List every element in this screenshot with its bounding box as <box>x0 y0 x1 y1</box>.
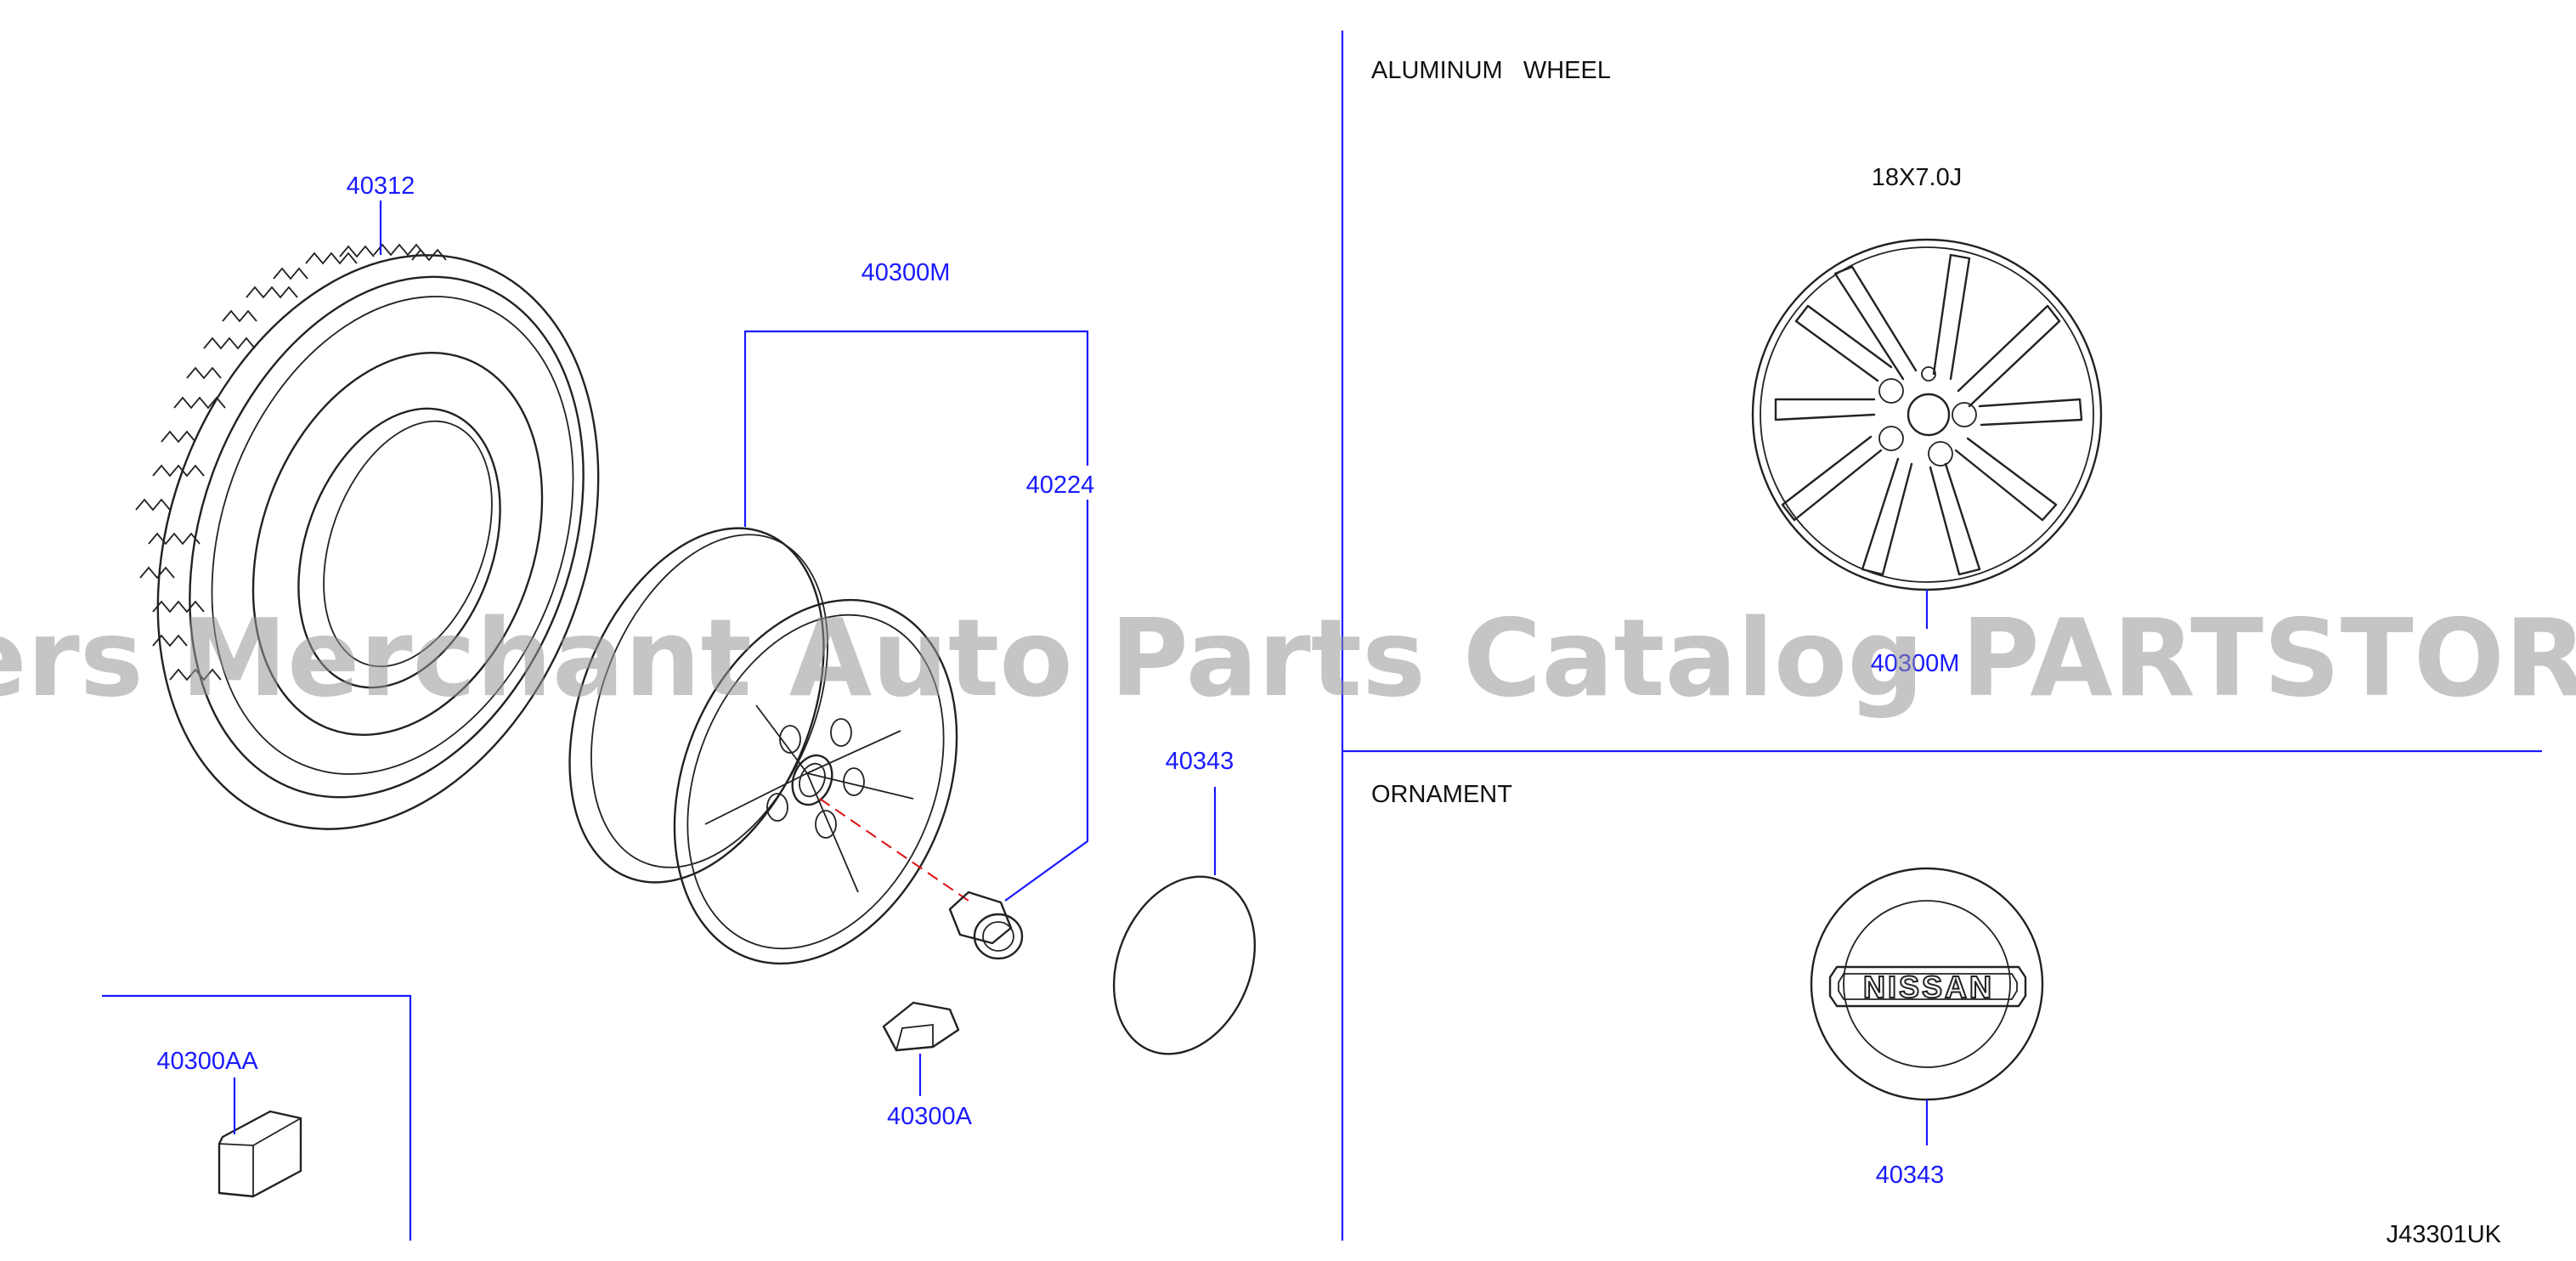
adhesive-weight-drawing[interactable] <box>217 1110 302 1198</box>
wheel-drawing[interactable] <box>521 490 1008 1006</box>
wheel-nut-drawing[interactable] <box>948 891 1024 960</box>
part-number-adhesive-weight[interactable]: 40300AA <box>156 1048 258 1075</box>
part-number-aluminum-wheel[interactable]: 40300M <box>1871 650 1960 677</box>
center-cap-drawing[interactable] <box>1088 856 1280 1076</box>
ornament-drawing[interactable]: NISSAN <box>1810 867 2044 1101</box>
part-number-balance-weight[interactable]: 40300A <box>887 1103 973 1130</box>
diagram-code: J43301UK <box>2387 1221 2502 1248</box>
part-number-wheel-nut[interactable]: 40224 <box>1026 472 1095 499</box>
ornament-logo-text: NISSAN <box>1863 970 1994 1004</box>
balance-weight-drawing[interactable] <box>882 1001 960 1052</box>
part-number-tire[interactable]: 40312 <box>347 172 415 200</box>
part-number-center-cap[interactable]: 40343 <box>1166 748 1234 775</box>
tire-drawing[interactable] <box>82 193 675 891</box>
wheel-size-label: 18X7.0J <box>1872 164 1962 191</box>
aluminum-wheel-drawing[interactable] <box>1751 238 2103 591</box>
watermark: Offers Merchant Auto Parts Catalog PARTS… <box>0 596 2576 721</box>
part-number-wheel-assembly[interactable]: 40300M <box>861 259 951 286</box>
section-title-ornament: ORNAMENT <box>1371 781 1512 808</box>
part-number-ornament[interactable]: 40343 <box>1876 1162 1945 1189</box>
section-dividers <box>102 31 2542 1241</box>
section-title-aluminum-wheel: ALUMINUM WHEEL <box>1371 57 1611 84</box>
